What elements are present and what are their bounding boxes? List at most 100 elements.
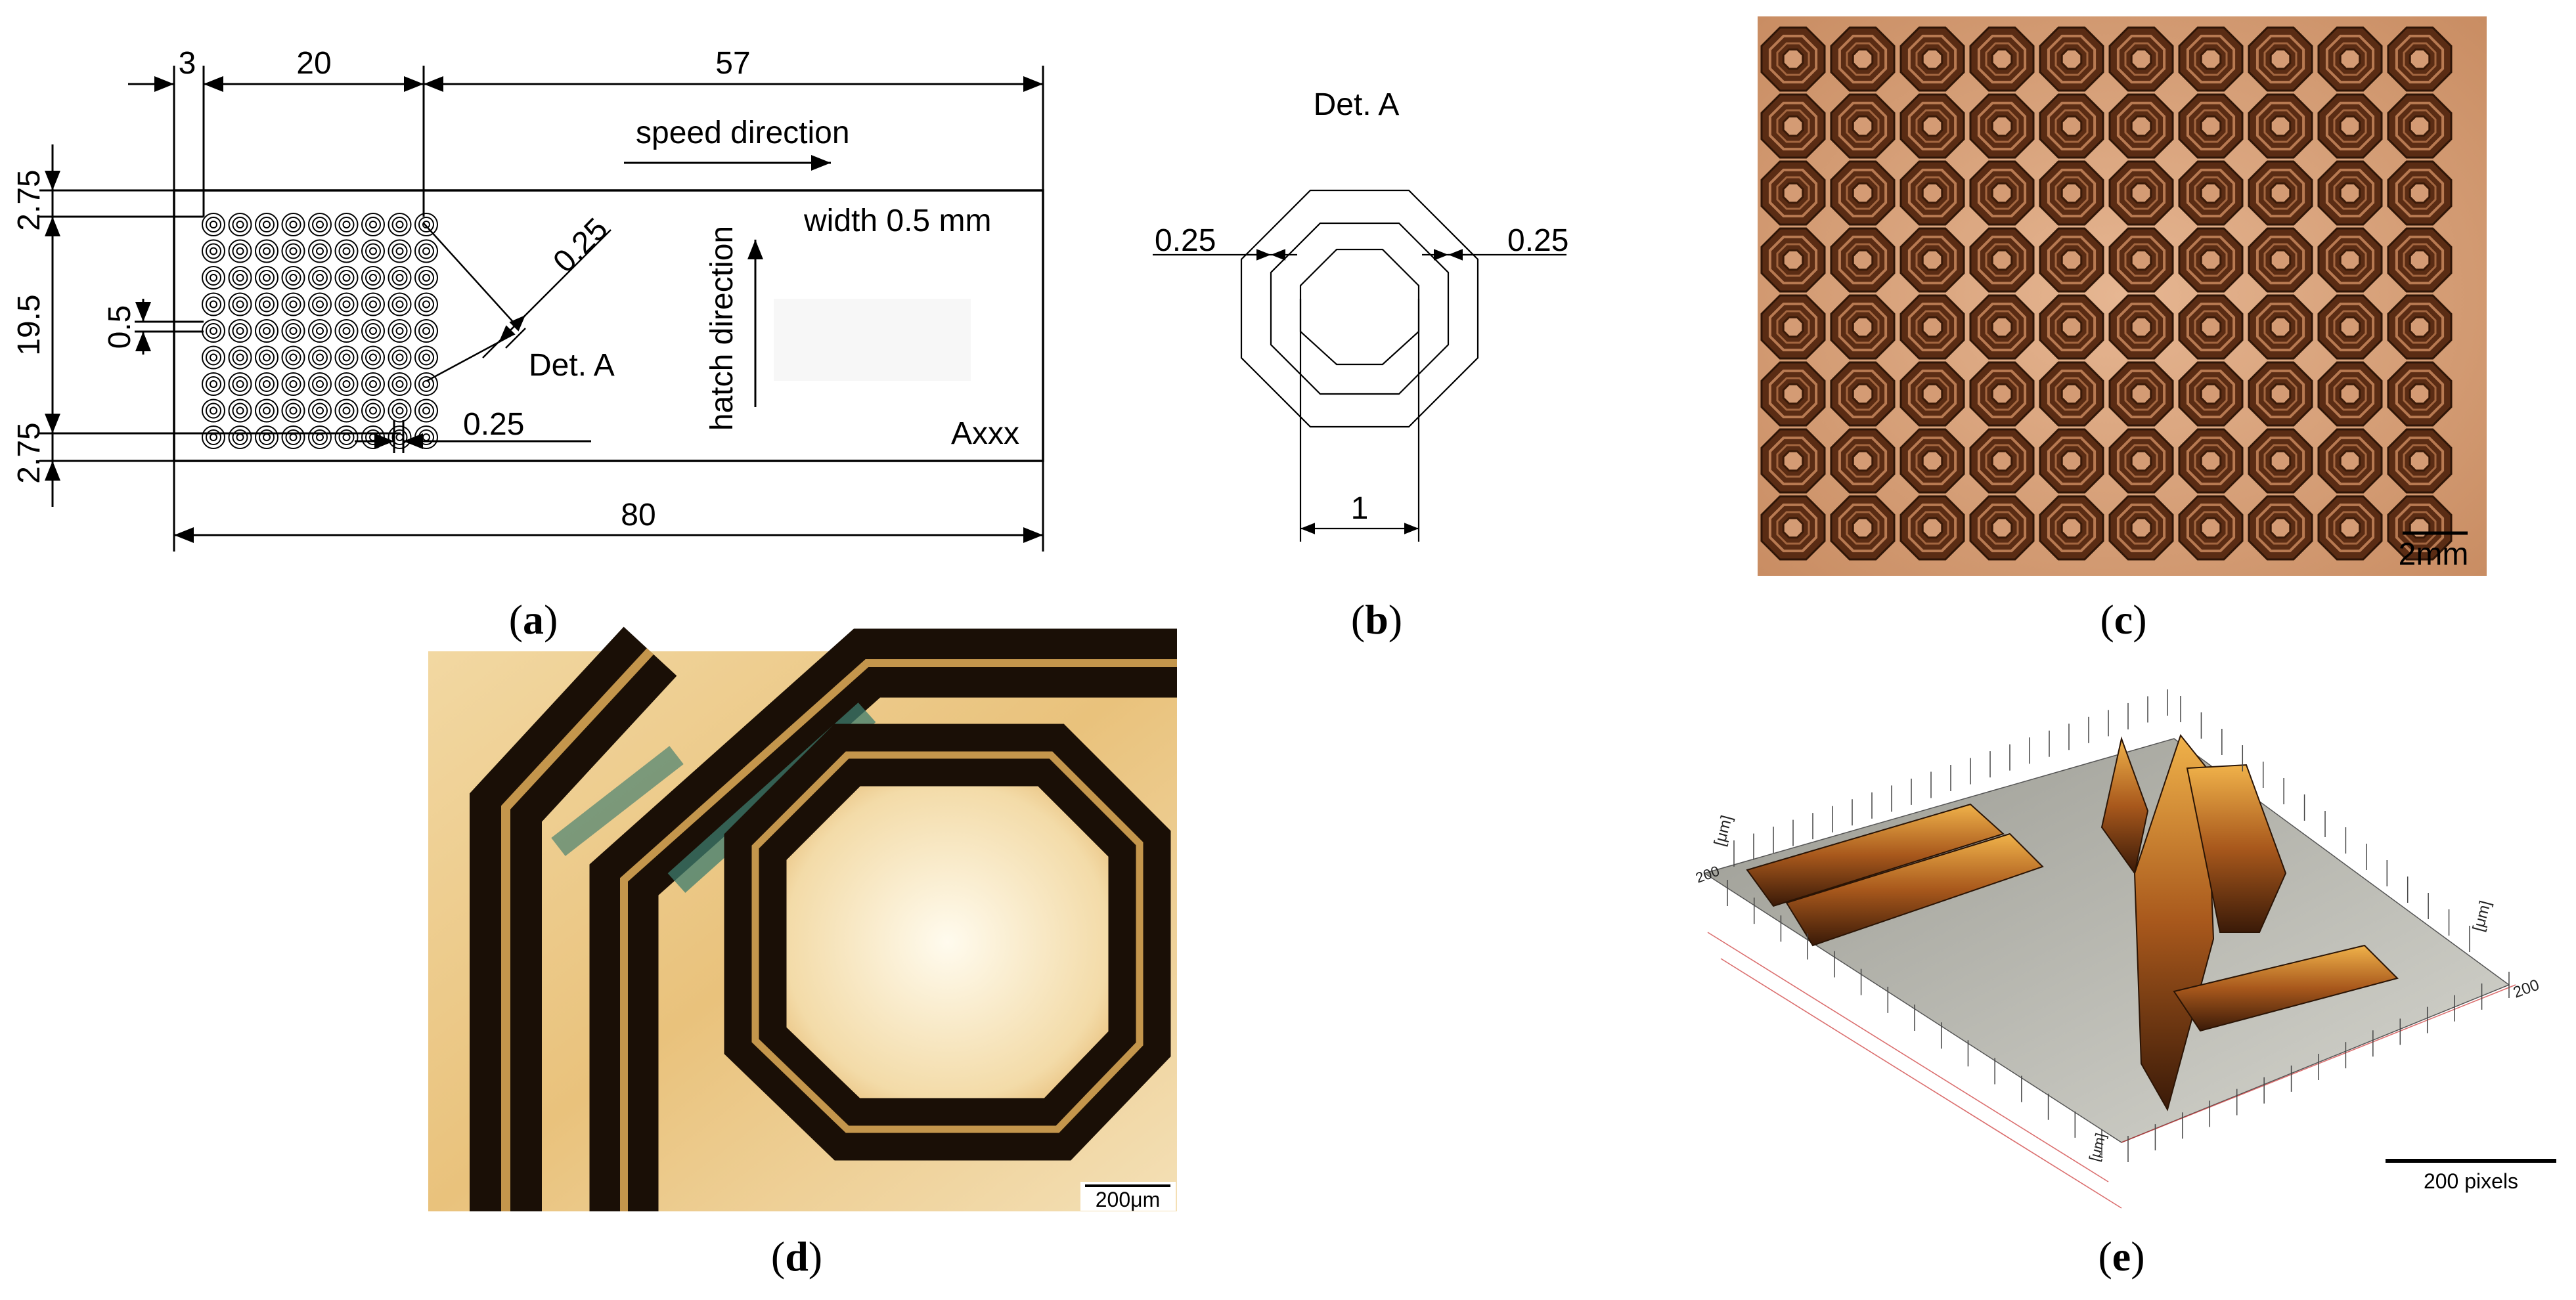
grid-circle-outer: [334, 372, 359, 396]
octagon-ring: [2255, 168, 2305, 218]
grid-circle-outer: [255, 266, 278, 290]
grid-circle-inner: [342, 353, 351, 362]
octagon-ring: [2186, 101, 2236, 151]
octagon-ring: [2054, 444, 2089, 478]
grid-circle-mid: [365, 323, 381, 339]
grid-circle-inner: [395, 221, 404, 228]
dim-label-diag: 0.25: [546, 211, 615, 280]
grid-circle-mid: [338, 429, 355, 445]
octagon-center: [2200, 48, 2222, 70]
grid-circle-inner: [316, 247, 324, 255]
octagon-center: [2060, 450, 2083, 472]
z-axis-value-right: 200: [2511, 976, 2542, 1002]
grid-circle-mid: [391, 323, 408, 339]
grid-circle-outer: [388, 213, 412, 236]
octagon-ring: [2255, 503, 2305, 553]
octagon-ring: [2263, 511, 2298, 545]
caption-c: (c): [2100, 596, 2146, 643]
grid-circle-mid: [285, 349, 301, 366]
octagon-center: [1921, 48, 1943, 70]
grid-circle-outer: [202, 399, 225, 423]
octagon-ring: [2124, 42, 2158, 76]
octagon-ring: [1838, 101, 1888, 151]
scale-label-200um: 200μm: [1096, 1188, 1160, 1211]
octagon-ring: [2395, 168, 2445, 218]
dim-label-bottom-gap: 0.25: [463, 407, 524, 442]
octagon-ring: [2325, 101, 2375, 151]
grid-circle-mid: [232, 349, 248, 366]
caption-a: (a): [509, 596, 558, 643]
octagon-center: [2200, 316, 2222, 338]
grid-circle-outer: [202, 345, 225, 370]
grid-circle-mid: [232, 402, 248, 419]
grid-circle-outer: [414, 239, 438, 263]
octagon-center: [2130, 249, 2152, 271]
grid-circle-inner: [369, 300, 377, 309]
octagon-ring: [2395, 101, 2445, 151]
octagon-ring: [1915, 176, 1949, 210]
grid-circle-outer: [414, 372, 438, 396]
octagon-ring: [1776, 377, 1810, 411]
octagon-ring: [2403, 243, 2437, 277]
grid-circle-outer: [334, 345, 359, 370]
grid-circle-mid: [232, 323, 248, 339]
grid-circle-mid: [232, 243, 248, 259]
octagon-ring: [1915, 42, 1949, 76]
octagon-center: [1852, 517, 1874, 539]
octagon-ring: [2116, 302, 2166, 352]
octagon-ring: [2186, 369, 2236, 419]
octagon-ring: [2186, 436, 2236, 486]
octagon-ring: [1915, 109, 1949, 143]
grid-circle-inner: [422, 300, 430, 309]
octagon-ring: [2255, 302, 2305, 352]
octagon-ring: [2054, 377, 2089, 411]
octagon-ring: [2054, 310, 2089, 344]
octagon-ring: [1768, 369, 1818, 419]
octagon-ring: [1907, 436, 1957, 486]
octagon-ring: [2403, 377, 2437, 411]
grid-circle-inner: [289, 247, 298, 255]
octagon-center: [2339, 48, 2361, 70]
grid-circle-outer: [388, 292, 412, 316]
grid-circle-outer: [361, 213, 385, 236]
octagon-center: [2409, 115, 2431, 137]
axis-unit-right: [μm]: [2470, 899, 2495, 934]
octagon-ring: [1846, 511, 1880, 545]
octagon-ring: [2124, 511, 2158, 545]
octagon-ring: [2186, 235, 2236, 285]
octagon-center: [2060, 182, 2083, 204]
detail-dim-right: 0.25: [1507, 223, 1568, 258]
octagon-ring: [2116, 34, 2166, 84]
grid-circle-outer: [361, 266, 385, 290]
grid-circle-inner: [263, 433, 271, 441]
scale-label-200px: 200 pixels: [2424, 1169, 2518, 1193]
grid-circle-outer: [228, 399, 252, 423]
octagon-ring: [2116, 168, 2166, 218]
grid-circle-outer: [414, 213, 438, 236]
grid-circle-inner: [210, 221, 217, 228]
octagon-center: [2409, 48, 2431, 70]
octagon-center: [1852, 316, 1874, 338]
octagon-center: [2200, 383, 2222, 405]
grid-circle-inner: [263, 327, 271, 335]
grid-circle-inner: [210, 274, 217, 282]
grid-circle-inner: [316, 433, 324, 441]
octagon-ring: [1977, 235, 2027, 285]
grid-circle-mid: [285, 296, 301, 313]
grid-circle-mid: [391, 402, 408, 419]
panel-a-labels: 3 20 57 2.75 19.5 2.75 0.5 0.25 Det. A 0…: [12, 46, 1019, 532]
grid-circle-outer: [414, 345, 438, 370]
grid-circle-inner: [316, 274, 324, 282]
octagon-center: [2269, 450, 2292, 472]
grid-circle-mid: [206, 270, 221, 286]
axis-tick-marks: [1727, 689, 2510, 1162]
grid-circle-mid: [232, 429, 248, 445]
axis-unit-bottom: [μm]: [2086, 1131, 2109, 1163]
grid-circle-inner: [422, 274, 430, 282]
octagon-ring: [1915, 511, 1949, 545]
octagon-ring: [2395, 302, 2445, 352]
octagon-ring: [2333, 42, 2367, 76]
octagon-ring: [2124, 176, 2158, 210]
octagon-center: [2269, 115, 2292, 137]
octagon-center: [1921, 316, 1943, 338]
